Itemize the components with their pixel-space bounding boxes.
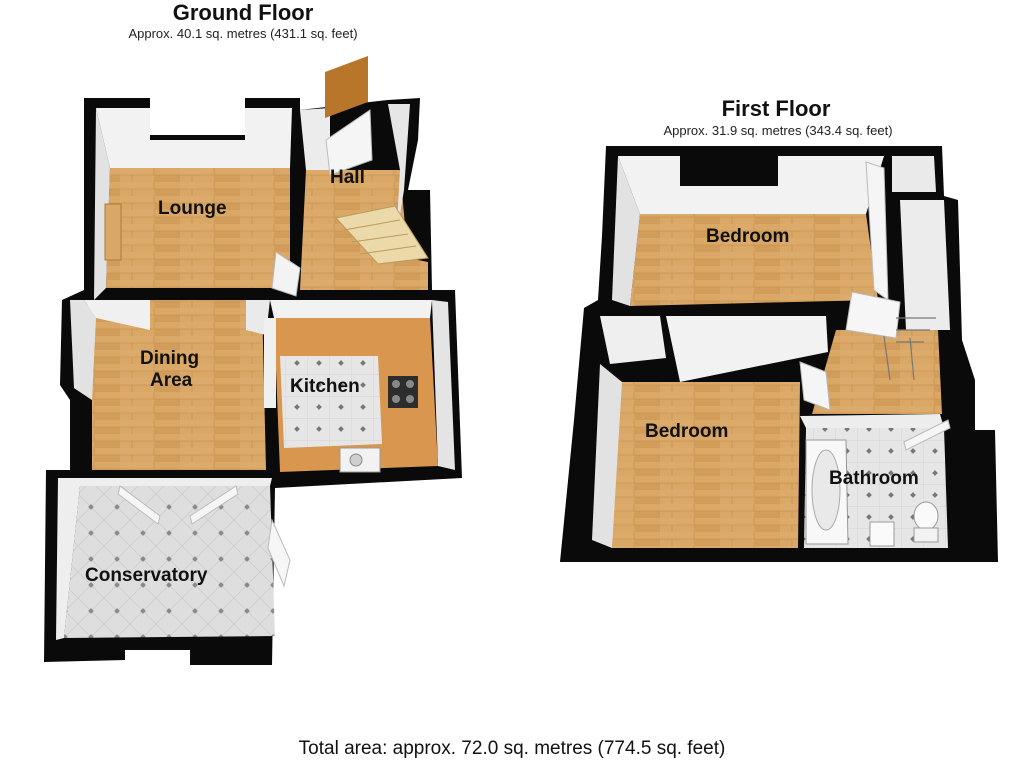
kitchen-tiled-floor — [280, 356, 382, 448]
lounge-floor — [106, 168, 290, 288]
total-area: Total area: approx. 72.0 sq. metres (774… — [298, 738, 726, 759]
hall-label: Hall — [330, 167, 365, 188]
ground-floor-title: Ground Floor — [172, 0, 314, 25]
ground-floor-area: Approx. 40.1 sq. metres (431.1 sq. feet) — [128, 26, 358, 41]
bedroom-top-floor — [630, 214, 878, 306]
lounge-label: Lounge — [158, 198, 227, 219]
ground-floor-plan — [44, 56, 462, 665]
first-floor-plan — [560, 146, 998, 562]
kitchen-label: Kitchen — [290, 376, 360, 397]
bedroom-bottom-label: Bedroom — [645, 421, 728, 442]
dining-label-line2: Area — [150, 370, 193, 391]
landing-floor — [812, 330, 942, 414]
dining-area-floor — [74, 300, 266, 470]
bedroom-bottom-floor — [610, 382, 800, 548]
bathroom-label: Bathroom — [829, 468, 919, 489]
first-floor-title: First Floor — [721, 96, 831, 121]
conservatory-label: Conservatory — [85, 565, 208, 586]
dining-label-line1: Dining — [140, 348, 199, 369]
conservatory-floor — [64, 486, 275, 638]
first-floor-area: Approx. 31.9 sq. metres (343.4 sq. feet) — [663, 123, 893, 138]
bedroom-top-label: Bedroom — [706, 226, 789, 247]
